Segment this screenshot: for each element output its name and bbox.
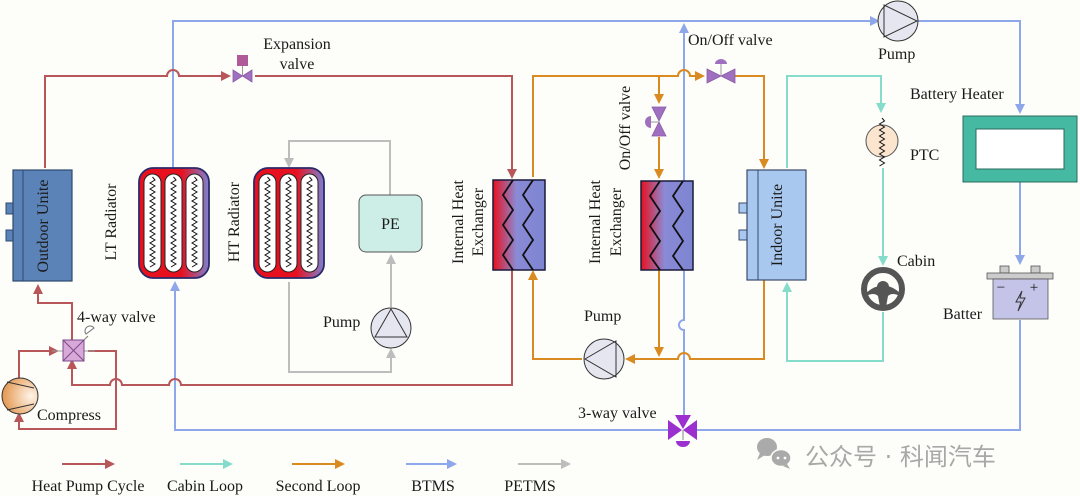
legend-item-btms: BTMS — [406, 459, 457, 495]
internal-heat-exchanger-2[interactable] — [640, 180, 694, 271]
legend-label: PETMS — [504, 478, 556, 495]
lt-radiator-label: LT Radiator — [103, 183, 120, 261]
expansion-valve-label-2: valve — [280, 56, 315, 73]
battery[interactable]: − + — [986, 265, 1054, 320]
legend-label: BTMS — [411, 478, 455, 495]
internal-hx-2-label-2: Exchanger — [608, 187, 625, 256]
legend-item-heat-pump: Heat Pump Cycle — [32, 459, 145, 495]
cabin-loop — [782, 75, 888, 362]
lt-radiator[interactable] — [138, 167, 210, 279]
ptc-label: PTC — [910, 147, 939, 164]
onoff-valve-top-label: On/Off valve — [688, 32, 773, 49]
internal-hx-1-label-1: Internal Heat — [450, 179, 467, 264]
three-way-valve-label: 3-way valve — [578, 405, 657, 422]
legend-label: Cabin Loop — [167, 478, 243, 495]
legend-item-second-loop: Second Loop — [276, 459, 361, 495]
ptc-heater[interactable] — [865, 117, 899, 167]
cabin-label: Cabin — [897, 253, 935, 270]
expansion-valve-label-1: Expansion — [263, 36, 331, 53]
cabin-steering-wheel[interactable] — [861, 267, 905, 311]
outdoor-unit-label: Outdoor Unite — [35, 180, 52, 273]
compressor[interactable] — [1, 377, 39, 415]
heat-pump-cycle — [14, 69, 517, 430]
watermark: 公众号 · 科闻汽车 — [757, 438, 996, 471]
petms-loop — [284, 140, 396, 373]
wechat-icon — [757, 438, 792, 469]
pe-pump[interactable] — [370, 307, 412, 349]
internal-hx-2-label-1: Internal Heat — [587, 179, 604, 264]
btms-pump[interactable] — [877, 0, 919, 42]
pe-pump-label: Pump — [323, 314, 360, 331]
lightning-icon — [1015, 290, 1026, 312]
internal-hx-1-label-2: Exchanger — [470, 187, 487, 256]
legend-label: Second Loop — [276, 478, 361, 495]
second-loop-pump[interactable] — [583, 338, 625, 380]
second-loop — [528, 69, 769, 364]
internal-heat-exchanger-1[interactable] — [492, 179, 546, 271]
btms-loop — [170, 16, 1025, 431]
outdoor-unit[interactable]: Outdoor Unite — [5, 169, 73, 282]
battery-minus: − — [997, 280, 1005, 296]
four-way-valve-label: 4-way valve — [77, 309, 156, 326]
legend-item-cabin-loop: Cabin Loop — [167, 459, 243, 495]
legend-item-petms: PETMS — [504, 459, 571, 495]
ht-radiator[interactable] — [253, 167, 325, 279]
indoor-unit[interactable]: Indoor Unite — [738, 169, 807, 281]
indoor-unit-label: Indoor Unite — [769, 184, 786, 266]
second-loop-pump-label: Pump — [584, 308, 621, 325]
compressor-label: Compress — [37, 407, 101, 424]
btms-pump-label: Pump — [878, 46, 915, 63]
expansion-valve[interactable] — [232, 55, 253, 83]
legend-label: Heat Pump Cycle — [32, 478, 145, 495]
four-way-valve[interactable] — [52, 325, 95, 362]
watermark-text: 公众号 · 科闻汽车 — [805, 443, 996, 471]
battery-heater[interactable] — [962, 115, 1078, 183]
ht-radiator-label: HT Radiator — [226, 181, 243, 262]
onoff-valve-vertical-label: On/Off valve — [617, 86, 634, 171]
pe-module[interactable]: PE — [358, 194, 423, 253]
legend: Heat Pump Cycle Cabin Loop Second Loop B… — [32, 459, 571, 495]
battery-label: Batter — [943, 306, 983, 323]
battery-plus: + — [1030, 280, 1038, 296]
onoff-valve-vertical[interactable] — [645, 106, 667, 137]
three-way-valve[interactable] — [668, 415, 697, 447]
onoff-valve-top[interactable] — [706, 59, 736, 84]
battery-heater-label: Battery Heater — [910, 86, 1004, 103]
pe-label: PE — [381, 216, 400, 233]
